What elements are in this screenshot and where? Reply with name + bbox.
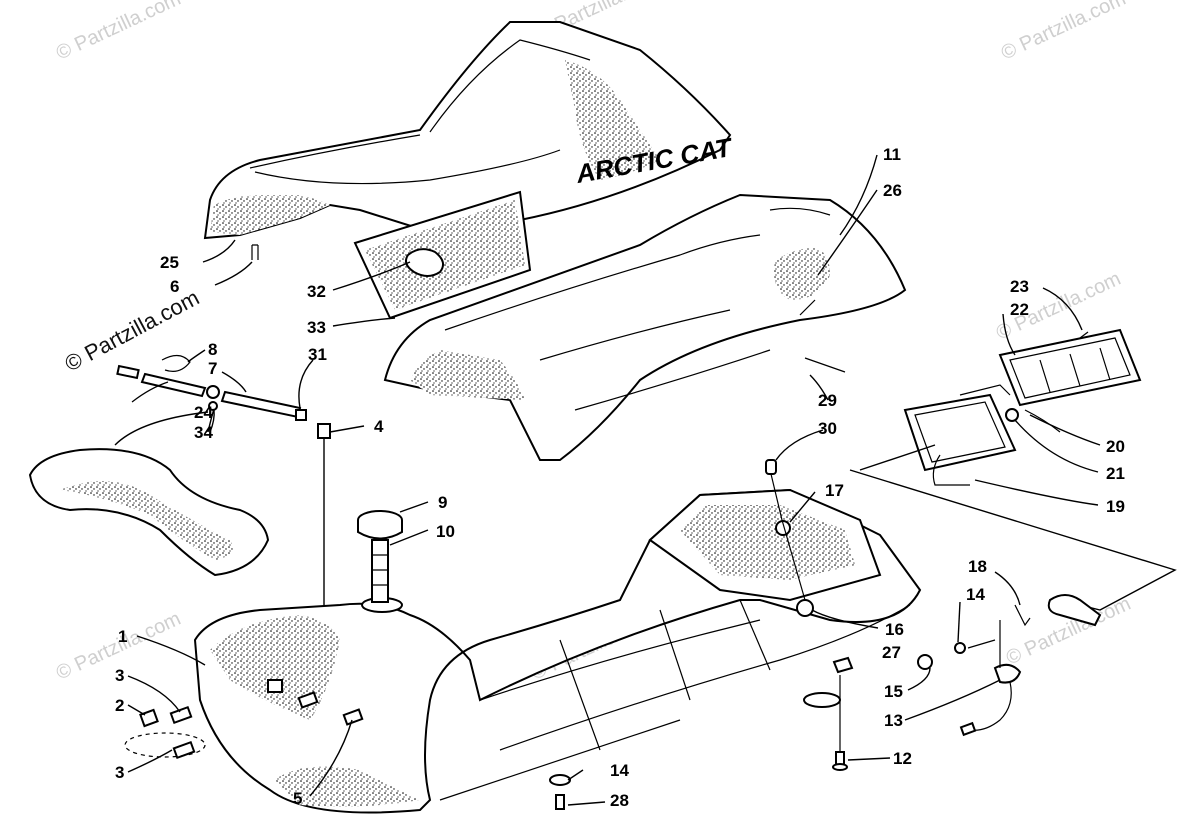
callout-9: 9	[438, 493, 447, 512]
watermark-main: © Partzilla.com	[61, 285, 204, 377]
callout-27: 27	[882, 643, 901, 662]
callout-23: 23	[1010, 277, 1029, 296]
callout-15: 15	[884, 682, 903, 701]
callout-16: 16	[885, 620, 904, 639]
callout-5: 5	[293, 789, 302, 808]
seat-base	[383, 193, 907, 461]
callout-20: 20	[1106, 437, 1125, 456]
callout-4: 4	[374, 417, 384, 436]
callout-3: 3	[115, 666, 124, 685]
callout-3: 3	[115, 763, 124, 782]
callout-22: 22	[1010, 300, 1029, 319]
callout-8: 8	[208, 340, 217, 359]
watermark: © Partzilla.com	[998, 0, 1129, 65]
callout-13: 13	[884, 711, 903, 730]
fuel-line-assembly	[116, 354, 331, 620]
rear-flap	[28, 448, 270, 577]
callout-28: 28	[610, 791, 629, 810]
callout-11: 11	[883, 145, 901, 164]
callout-29: 29	[818, 391, 837, 410]
fittings	[124, 679, 364, 760]
callout-31: 31	[308, 345, 327, 364]
leader-lines	[114, 154, 1101, 806]
callout-21: 21	[1106, 464, 1125, 483]
callout-30: 30	[818, 419, 837, 438]
taillight-assembly	[849, 328, 1177, 737]
callout-33: 33	[307, 318, 326, 337]
hardware	[549, 459, 996, 810]
misc-small-parts	[251, 244, 846, 373]
callout-2: 2	[115, 696, 124, 715]
tank-base	[193, 488, 922, 814]
callout-26: 26	[883, 181, 902, 200]
callout-18: 18	[968, 557, 987, 576]
callout-17: 17	[825, 481, 844, 500]
callout-14: 14	[610, 761, 629, 780]
callout-7: 7	[208, 359, 217, 378]
callout-19: 19	[1106, 497, 1125, 516]
callout-32: 32	[307, 282, 326, 301]
callout-24: 24	[194, 403, 213, 422]
callout-1: 1	[118, 627, 127, 646]
callout-25: 25	[160, 253, 179, 272]
callouts: 1 2 3 3 4 5 6 7 8 9 10 11 12 13 14 14 15…	[115, 145, 1125, 810]
fuel-cap	[357, 510, 403, 603]
callout-14: 14	[966, 585, 985, 604]
callout-12: 12	[893, 749, 912, 768]
callout-34: 34	[194, 423, 213, 442]
callout-10: 10	[436, 522, 455, 541]
callout-6: 6	[170, 277, 179, 296]
watermark: © Partzilla.com	[53, 0, 184, 65]
